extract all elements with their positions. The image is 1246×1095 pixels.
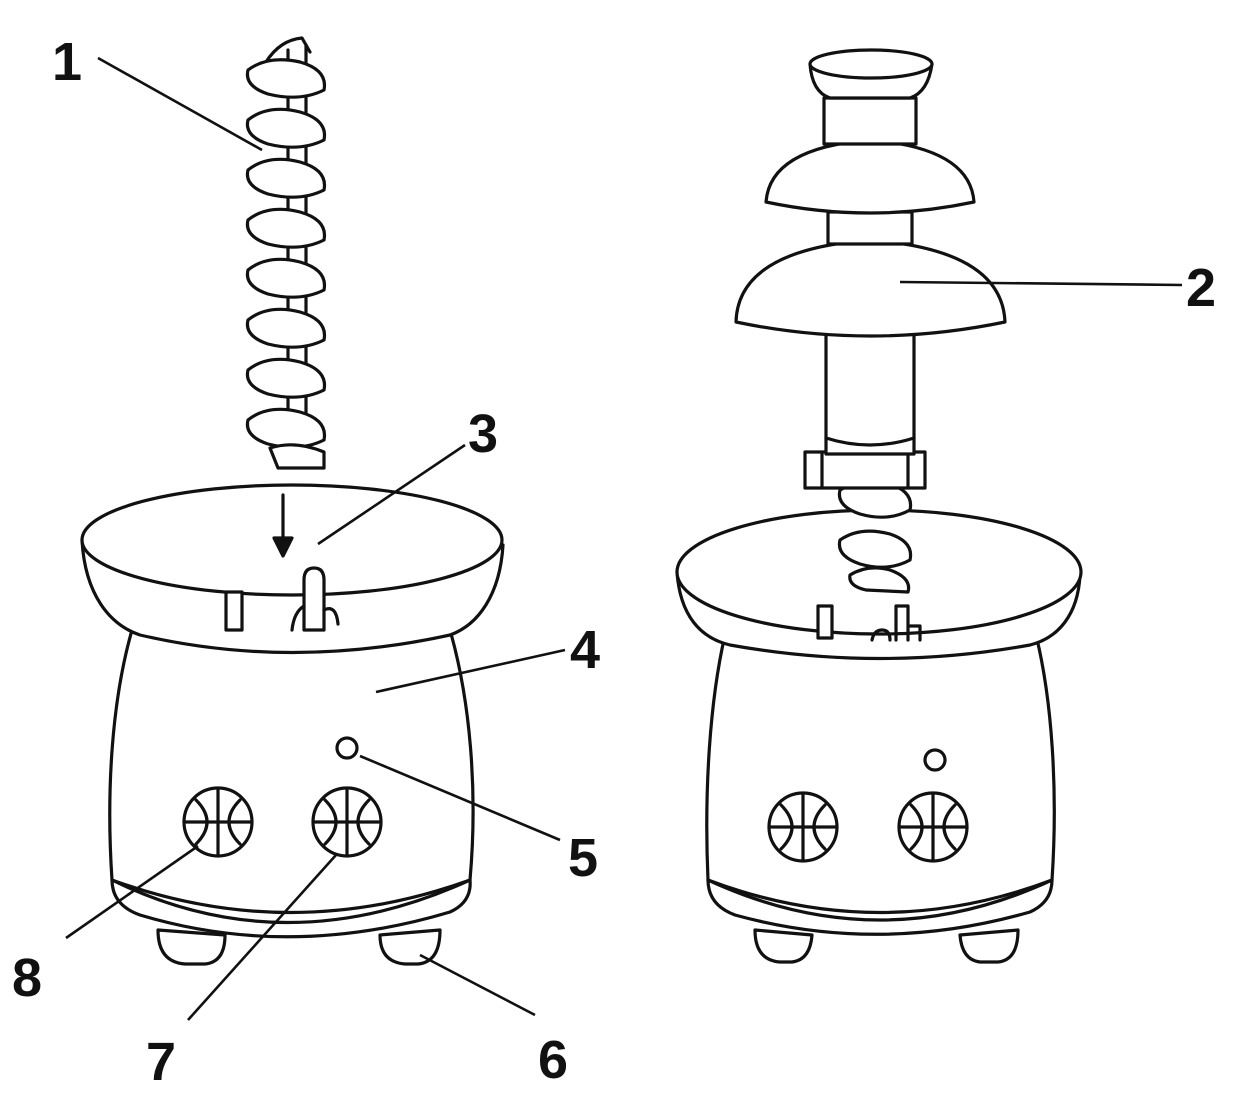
left-foot-front-right xyxy=(378,928,442,966)
right-knob-left xyxy=(767,791,839,863)
right-tier-small xyxy=(764,138,976,215)
callout-3: 3 xyxy=(468,404,498,464)
leader-5 xyxy=(359,754,561,842)
leader-1 xyxy=(97,56,263,152)
left-knob-8 xyxy=(182,786,254,858)
leader-2 xyxy=(899,280,1183,287)
leader-4 xyxy=(375,648,566,694)
leader-3 xyxy=(317,443,466,546)
leader-8 xyxy=(65,844,199,940)
callout-numbers: 1 2 3 4 5 6 7 8 xyxy=(12,32,1216,1092)
left-inner-post xyxy=(224,590,244,632)
leader-lines xyxy=(65,56,1183,1021)
callout-7: 7 xyxy=(146,1032,176,1092)
left-indicator-light xyxy=(335,736,359,760)
auger xyxy=(245,36,327,470)
right-fountain xyxy=(675,48,1083,964)
right-tier-large xyxy=(734,238,1007,338)
right-collar xyxy=(803,450,927,490)
left-drive-shaft xyxy=(302,566,326,632)
right-knob-right xyxy=(897,791,969,863)
right-lower-tube xyxy=(824,328,916,456)
left-base-housing xyxy=(108,628,475,925)
callout-8: 8 xyxy=(12,948,42,1008)
left-base-band xyxy=(110,878,472,939)
leader-6 xyxy=(419,953,536,1017)
left-knob-7 xyxy=(311,786,383,858)
left-foot-front-left xyxy=(156,928,227,966)
callout-2: 2 xyxy=(1186,258,1216,318)
callout-5: 5 xyxy=(568,828,598,888)
leader-7 xyxy=(187,854,337,1021)
callout-4: 4 xyxy=(570,620,600,680)
left-fountain xyxy=(80,36,505,966)
callout-6: 6 xyxy=(538,1030,568,1090)
callout-1: 1 xyxy=(52,32,82,92)
right-base-housing xyxy=(705,633,1056,922)
